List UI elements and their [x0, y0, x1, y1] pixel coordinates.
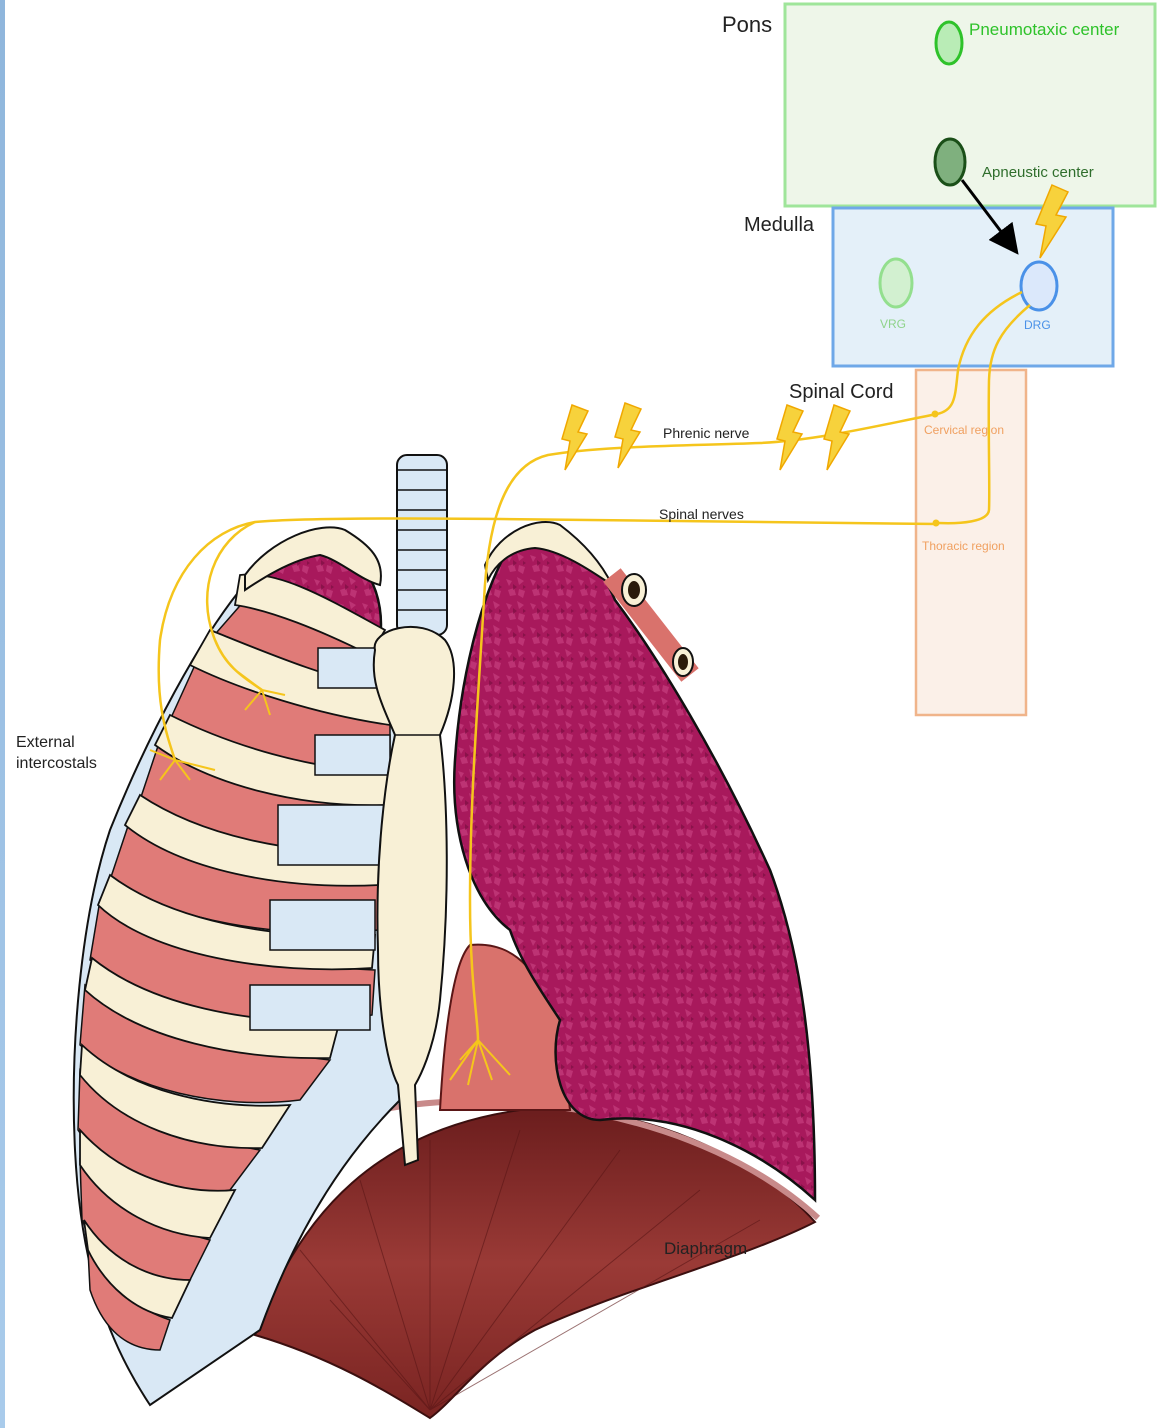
bolt-icon: [824, 405, 850, 470]
cervical-synapse-dot: [932, 411, 939, 418]
diaphragm-label: Diaphragm: [664, 1239, 747, 1258]
bolt-icon: [615, 403, 641, 468]
apneustic-center-node: [935, 139, 965, 185]
phrenic-nerve-label: Phrenic nerve: [663, 425, 750, 441]
external-intercostals-label-line1: External: [16, 734, 75, 751]
drg-label: DRG: [1024, 318, 1051, 332]
external-intercostals-label-line2: intercostals: [16, 755, 97, 772]
bolt-icon: [777, 405, 803, 470]
pneumotaxic-center-label: Pneumotaxic center: [969, 20, 1120, 39]
spinal-cord-label: Spinal Cord: [789, 381, 894, 403]
medulla-box: [833, 208, 1113, 366]
vrg-label: VRG: [880, 317, 906, 331]
pneumotaxic-center-node: [936, 22, 962, 64]
pons-label: Pons: [722, 12, 772, 37]
medulla-label: Medulla: [744, 214, 815, 236]
cervical-region-label: Cervical region: [924, 423, 1004, 437]
apneustic-center-label: Apneustic center: [982, 164, 1094, 181]
drg-node: [1021, 262, 1057, 310]
thoracic-synapse-dot: [933, 520, 940, 527]
vrg-node: [880, 259, 912, 307]
thoracic-region-label: Thoracic region: [922, 539, 1005, 553]
bolt-icon: [562, 405, 588, 470]
spinal-nerves-label: Spinal nerves: [659, 506, 744, 522]
trachea: [397, 455, 447, 635]
